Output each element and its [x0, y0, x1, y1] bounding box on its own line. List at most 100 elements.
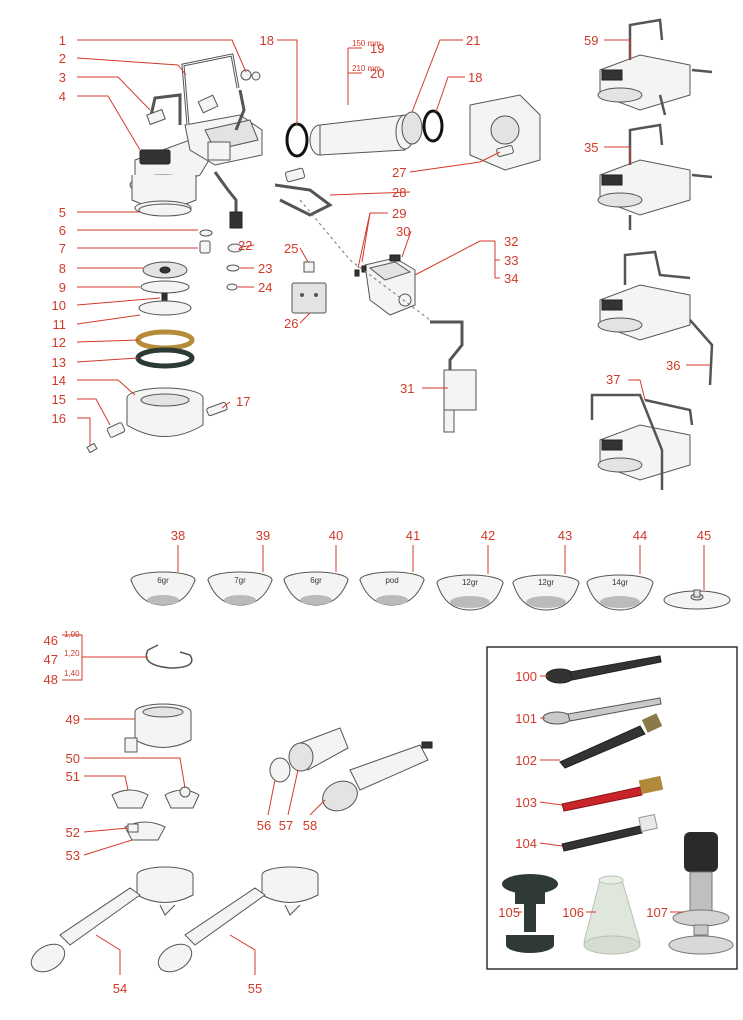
portafilter-54	[30, 866, 194, 973]
callout-41: 41	[406, 528, 420, 543]
portafilter-55	[157, 866, 319, 973]
group-variant-59	[597, 18, 713, 116]
callout-numbers: 1 2 3 4 5 6 7 8 9 10 11 12 13 14 15 16 1…	[44, 33, 712, 996]
callout-56: 56	[257, 818, 271, 833]
thickness-47: 1,20	[64, 649, 80, 658]
group-variant-37	[590, 393, 694, 490]
gasket-12	[135, 329, 195, 351]
fitting-28	[284, 167, 306, 183]
thickness-48: 1,40	[64, 669, 80, 678]
callout-46: 46	[44, 633, 58, 648]
callout-10: 10	[52, 298, 66, 313]
tool-104-cleaning-brush	[561, 813, 658, 852]
callout-54: 54	[113, 981, 127, 996]
callout-20: 20	[370, 66, 384, 81]
callout-106: 106	[562, 905, 584, 920]
washer-24	[226, 283, 238, 291]
basket-38: 6gr	[130, 571, 196, 606]
callout-103: 103	[515, 795, 537, 810]
callout-107: 107	[646, 905, 668, 920]
tool-107-tamper-steel	[668, 832, 734, 955]
bracket-25	[303, 261, 315, 273]
callout-102: 102	[515, 753, 537, 768]
callout-36: 36	[666, 358, 680, 373]
tool-105-tamper-dark	[502, 874, 558, 953]
callout-30: 30	[396, 224, 410, 239]
tool-102-brush	[559, 713, 663, 769]
callout-32: 32	[504, 234, 518, 249]
callout-3: 3	[59, 70, 66, 85]
callout-105: 105	[498, 905, 520, 920]
pin-7	[199, 240, 211, 254]
callout-18-left: 18	[260, 33, 274, 48]
block-26	[291, 282, 327, 314]
callout-48: 48	[44, 672, 58, 687]
callout-25: 25	[284, 241, 298, 256]
callout-59: 59	[584, 33, 598, 48]
group-head-assembly	[129, 53, 263, 229]
callout-18-right: 18	[468, 70, 482, 85]
callout-14: 14	[52, 373, 66, 388]
fitting-22	[227, 243, 243, 253]
basket-41: pod	[359, 571, 425, 606]
group-variant-35	[597, 123, 713, 230]
callout-11: 11	[53, 317, 67, 332]
callout-100: 100	[515, 669, 537, 684]
callout-19: 19	[370, 41, 384, 56]
basket-label: 6gr	[157, 576, 169, 585]
block-hole	[300, 293, 304, 297]
pipe-length-20: 210 mm	[352, 64, 381, 73]
filter-holder-49	[124, 703, 192, 753]
screw-hole	[159, 266, 171, 274]
callout-24: 24	[258, 280, 272, 295]
callout-29: 29	[392, 206, 406, 221]
callout-22: 22	[238, 238, 252, 253]
callout-8: 8	[59, 261, 66, 276]
group-variant-36	[597, 250, 714, 386]
boiler-pipe-assembly	[285, 94, 541, 171]
callout-6: 6	[59, 223, 66, 238]
dimension-annotations: 150 mm 210 mm 1,00 1,20 1,40	[64, 39, 381, 678]
callout-49: 49	[66, 712, 80, 727]
basket-42: 12gr	[436, 574, 504, 611]
callout-47: 47	[44, 652, 58, 667]
callout-38: 38	[171, 528, 185, 543]
callout-37: 37	[606, 372, 620, 387]
callout-58: 58	[303, 818, 317, 833]
blind-filter-45	[663, 589, 731, 610]
callout-15: 15	[52, 392, 66, 407]
callout-57: 57	[279, 818, 293, 833]
callout-2: 2	[59, 51, 66, 66]
screw-10	[161, 292, 168, 302]
basket-44: 14gr	[586, 574, 654, 611]
basket-43: 12gr	[512, 574, 580, 611]
tool-100-scoop-black	[545, 655, 662, 684]
callout-42: 42	[481, 528, 495, 543]
callout-1: 1	[59, 33, 66, 48]
spring-clip	[145, 644, 193, 669]
callout-17: 17	[236, 394, 250, 409]
callout-27: 27	[392, 165, 406, 180]
pipe-28	[274, 183, 333, 217]
callout-23: 23	[258, 261, 272, 276]
basket-label: 12gr	[462, 578, 478, 587]
leader-lines	[62, 39, 710, 975]
tool-106-tamper-frosted	[583, 875, 641, 955]
callout-4: 4	[59, 89, 66, 104]
bracket-31	[443, 369, 477, 411]
tool-103-red-brush	[561, 775, 664, 812]
block-hole	[314, 293, 318, 297]
callout-13: 13	[52, 355, 66, 370]
basket-label: 6gr	[310, 576, 322, 585]
callout-16: 16	[52, 411, 66, 426]
callout-5: 5	[59, 205, 66, 220]
tool-101-scoop-steel	[542, 697, 662, 725]
gasket-5	[138, 203, 192, 217]
gasket-13	[135, 347, 195, 369]
callout-104: 104	[515, 836, 537, 851]
basket-label: 12gr	[538, 578, 554, 587]
sensor-31	[443, 409, 455, 433]
solenoid-valve	[354, 254, 416, 316]
tools-box	[486, 646, 738, 970]
